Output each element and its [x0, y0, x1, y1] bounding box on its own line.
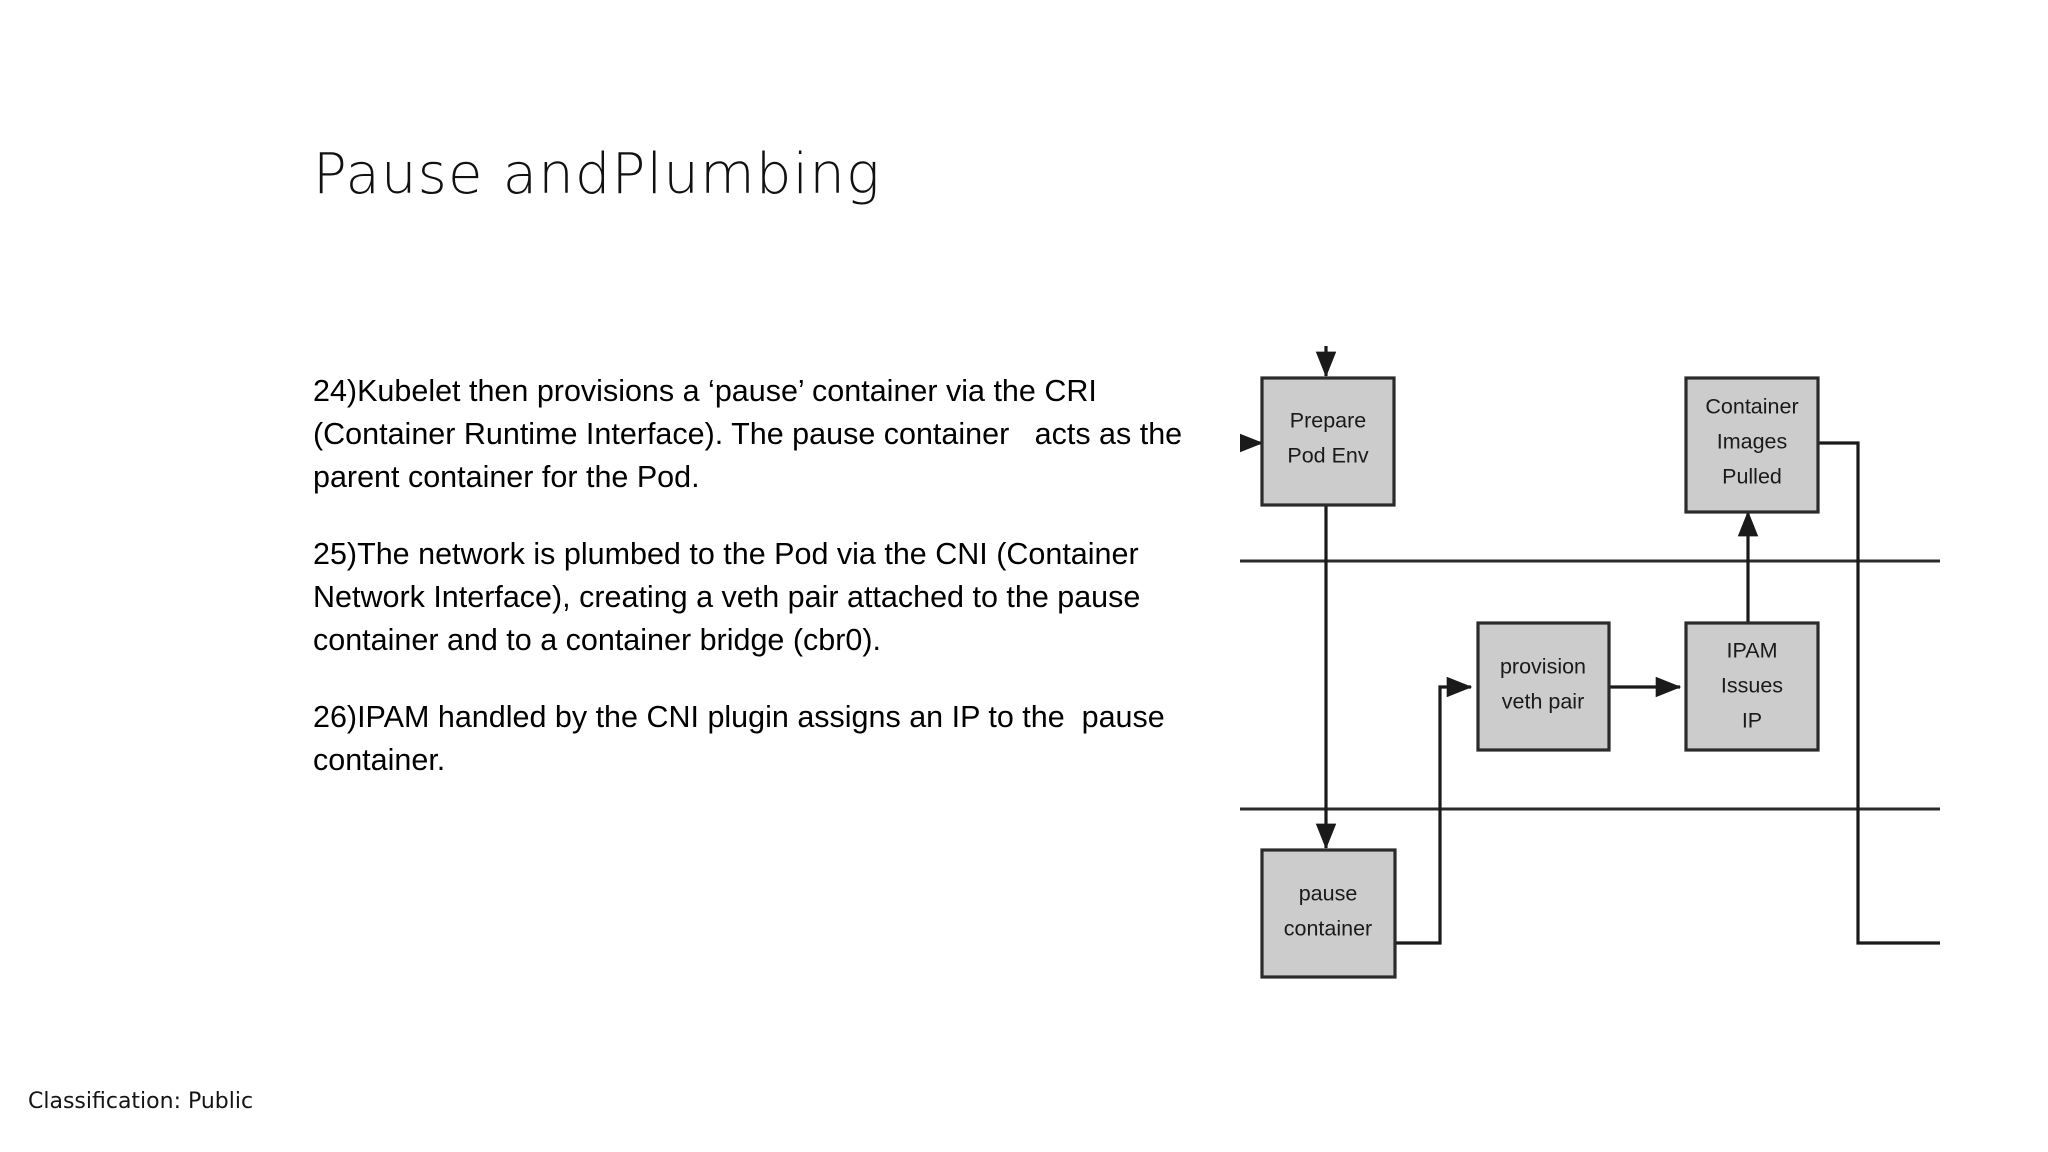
- node-container-images-pulled-line-3: Pulled: [1722, 465, 1782, 489]
- node-container-images-pulled-line-2: Images: [1717, 430, 1788, 454]
- node-prepare-pod-env-line-2: Pod Env: [1287, 444, 1369, 468]
- body-paragraph-24: 24)Kubelet then provisions a ‘pause’ con…: [313, 374, 1191, 494]
- node-pause-container-line-1: pause: [1299, 882, 1358, 906]
- node-ipam-issues-ip-line-2: Issues: [1721, 674, 1783, 698]
- node-prepare-pod-env[interactable]: Prepare Pod Env: [1260, 376, 1396, 507]
- node-ipam-issues-ip-line-3: IP: [1742, 709, 1762, 733]
- edge-pause-container-to-provision-veth-pair: [1395, 676, 1473, 945]
- body-paragraph-26: 26)IPAM handled by the CNI plugin assign…: [313, 700, 1174, 777]
- node-container-images-pulled-line-1: Container: [1705, 395, 1798, 419]
- node-container-images-pulled-shape: [1684, 376, 1820, 514]
- body-paragraph-25: 25)The network is plumbed to the Pod via…: [313, 537, 1149, 657]
- node-prepare-pod-env-shape: [1260, 376, 1396, 507]
- pod-plumbing-flowchart: Prepare Pod Env Container Images Pulled …: [1240, 330, 1940, 1020]
- body-text-block: 24)Kubelet then provisions a ‘pause’ con…: [313, 370, 1223, 782]
- footer-classification: Classification: Public: [28, 1089, 254, 1114]
- node-provision-veth-pair-line-1: provision: [1500, 655, 1586, 679]
- node-pause-container[interactable]: pause container: [1260, 848, 1397, 979]
- node-container-images-pulled[interactable]: Container Images Pulled: [1684, 376, 1820, 514]
- node-provision-veth-pair-shape: [1476, 621, 1611, 752]
- edge-container-images-pulled-to-right-rail: [1818, 441, 1940, 945]
- node-provision-veth-pair[interactable]: provision veth pair: [1476, 621, 1611, 752]
- node-ipam-issues-ip-line-1: IPAM: [1727, 639, 1778, 663]
- node-provision-veth-pair-line-2: veth pair: [1502, 690, 1584, 714]
- node-pause-container-line-2: container: [1284, 917, 1372, 941]
- node-prepare-pod-env-line-1: Prepare: [1290, 409, 1367, 433]
- node-ipam-issues-ip-shape: [1684, 621, 1820, 752]
- page-title: Pause andPlumbing: [313, 142, 881, 207]
- node-ipam-issues-ip[interactable]: IPAM Issues IP: [1684, 621, 1820, 752]
- node-pause-container-shape: [1260, 848, 1397, 979]
